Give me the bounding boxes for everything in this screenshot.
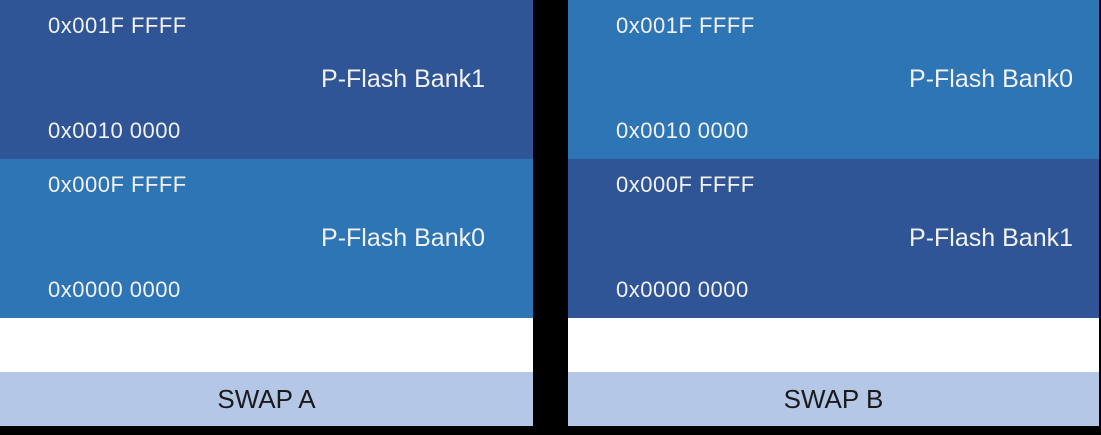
spacer xyxy=(0,318,533,372)
bank-label: P-Flash Bank1 xyxy=(321,64,485,93)
column-divider xyxy=(533,0,568,435)
address-high: 0x000F FFFF xyxy=(48,172,187,197)
memory-block-bank1-low: 0x000F FFFF P-Flash Bank1 0x0000 0000 xyxy=(568,159,1099,318)
memory-block-bank0-high: 0x001F FFFF P-Flash Bank0 0x0010 0000 xyxy=(568,0,1099,159)
swap-a-column: 0x001F FFFF P-Flash Bank1 0x0010 0000 0x… xyxy=(0,0,533,426)
swap-a-bar: SWAP A xyxy=(0,372,533,426)
swap-a-label: SWAP A xyxy=(217,383,316,414)
address-low: 0x0010 0000 xyxy=(48,118,181,143)
address-low: 0x0000 0000 xyxy=(616,277,749,302)
memory-block-bank1-high: 0x001F FFFF P-Flash Bank1 0x0010 0000 xyxy=(0,0,533,159)
address-low: 0x0010 0000 xyxy=(616,118,749,143)
bank-label: P-Flash Bank0 xyxy=(909,64,1073,93)
address-high: 0x001F FFFF xyxy=(616,13,755,38)
bank-label: P-Flash Bank0 xyxy=(321,223,485,252)
address-high: 0x000F FFFF xyxy=(616,172,755,197)
spacer xyxy=(568,318,1099,372)
swap-b-column: 0x001F FFFF P-Flash Bank0 0x0010 0000 0x… xyxy=(568,0,1099,426)
bank-label: P-Flash Bank1 xyxy=(909,223,1073,252)
swap-b-label: SWAP B xyxy=(783,383,884,414)
address-high: 0x001F FFFF xyxy=(48,13,187,38)
memory-block-bank0-low: 0x000F FFFF P-Flash Bank0 0x0000 0000 xyxy=(0,159,533,318)
swap-b-bar: SWAP B xyxy=(568,372,1099,426)
address-low: 0x0000 0000 xyxy=(48,277,181,302)
